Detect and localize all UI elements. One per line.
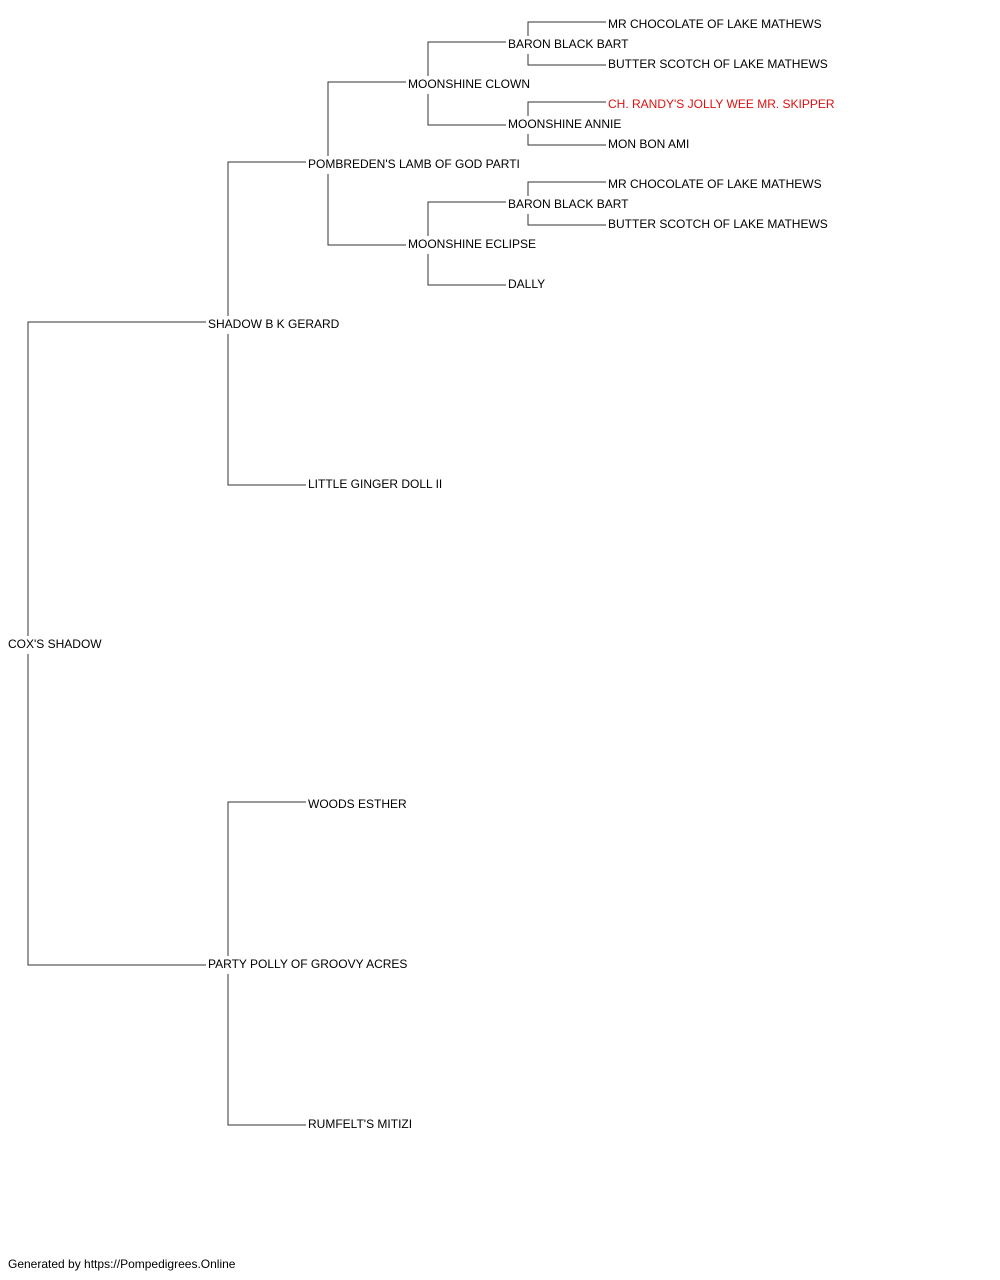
connector-sss-dam xyxy=(427,94,506,126)
connector-dam-sire xyxy=(227,801,306,956)
sire-sire-sire-dam-dam-name: MON BON AMI xyxy=(608,137,692,151)
connector-sss-sire xyxy=(427,41,506,76)
connector-ssds-sire xyxy=(527,181,606,196)
sire-sire-dam-name: MOONSHINE ECLIPSE xyxy=(408,237,539,251)
sire-sire-sire-dam-name: MOONSHINE ANNIE xyxy=(508,117,624,131)
sire-sire-sire-sire-sire-name: MR CHOCOLATE OF LAKE MATHEWS xyxy=(608,17,824,31)
connector-ss-sire xyxy=(327,81,406,156)
connector-ssd-sire xyxy=(427,201,506,236)
sire-sire-name: POMBREDEN'S LAMB OF GOD PARTI xyxy=(308,157,522,171)
sire-name: SHADOW B K GERARD xyxy=(208,317,342,331)
connector-sssd-sire xyxy=(527,101,606,116)
connector-ssss-sire xyxy=(527,21,606,36)
connector-sire-sire xyxy=(227,161,306,316)
connector-sssd-dam xyxy=(527,134,606,146)
connector-subject-dam xyxy=(27,654,206,966)
sire-sire-sire-dam-sire-name: CH. RANDY'S JOLLY WEE MR. SKIPPER xyxy=(608,97,837,111)
sire-sire-dam-sire-dam-name: BUTTER SCOTCH OF LAKE MATHEWS xyxy=(608,217,830,231)
connector-ssd-dam xyxy=(427,254,506,286)
sire-sire-dam-sire-sire-name: MR CHOCOLATE OF LAKE MATHEWS xyxy=(608,177,824,191)
sire-sire-sire-sire-dam-name: BUTTER SCOTCH OF LAKE MATHEWS xyxy=(608,57,830,71)
sire-dam-name: LITTLE GINGER DOLL II xyxy=(308,477,445,491)
connector-ssds-dam xyxy=(527,214,606,226)
subject-name: COX'S SHADOW xyxy=(8,637,104,651)
dam-name: PARTY POLLY OF GROOVY ACRES xyxy=(208,957,410,971)
sire-sire-dam-sire-name: BARON BLACK BART xyxy=(508,197,631,211)
sire-sire-sire-sire-name: BARON BLACK BART xyxy=(508,37,631,51)
connector-ss-dam xyxy=(327,174,406,246)
dam-sire-name: WOODS ESTHER xyxy=(308,797,409,811)
generated-by-footer: Generated by https://Pompedigrees.Online xyxy=(8,1257,236,1271)
sire-sire-dam-dam-name: DALLY xyxy=(508,277,548,291)
dam-dam-name: RUMFELT'S MITIZI xyxy=(308,1117,415,1131)
connector-sire-dam xyxy=(227,334,306,486)
connector-dam-dam xyxy=(227,974,306,1126)
connector-ssss-dam xyxy=(527,54,606,66)
sire-sire-sire-name: MOONSHINE CLOWN xyxy=(408,77,533,91)
connector-subject-sire xyxy=(27,321,206,636)
